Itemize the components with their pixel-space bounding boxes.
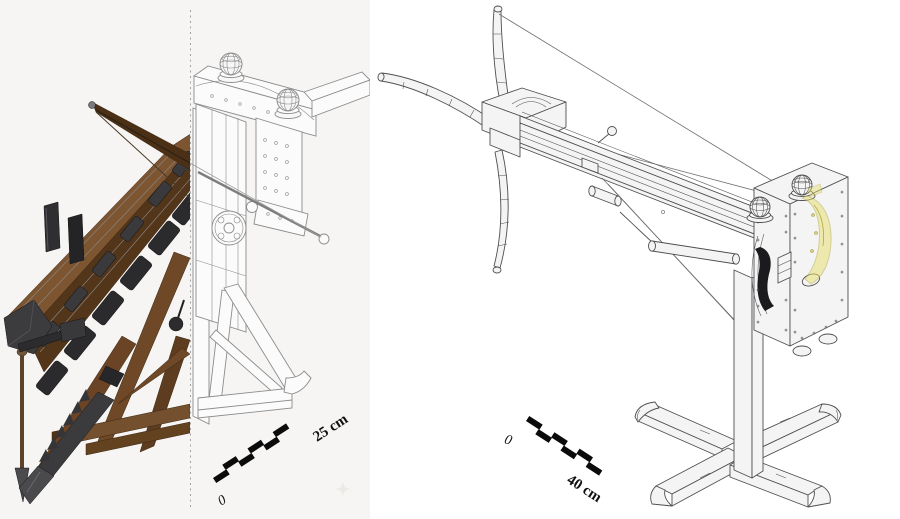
rivet-dots xyxy=(210,94,284,118)
isometric-machine xyxy=(377,5,849,508)
bowstring xyxy=(95,109,190,164)
diagonal-brace xyxy=(619,211,740,265)
right-illustration-svg: 0 40 cm xyxy=(377,5,849,508)
dome-knob-right-1 xyxy=(746,196,774,223)
right-scale-length-label: 40 cm xyxy=(564,472,605,506)
box-rivets xyxy=(756,190,844,340)
wooden-trestle xyxy=(51,251,190,456)
trestle-lineart xyxy=(197,283,312,419)
slider-cylinder xyxy=(588,185,622,207)
rendered-half xyxy=(3,101,190,505)
lineart-half xyxy=(189,52,370,425)
scale-bar-right: 0 40 cm xyxy=(502,415,605,506)
left-illustration-svg: 0 25 cm xyxy=(3,10,370,509)
highlighted-part xyxy=(800,183,832,285)
bowstring-lineart xyxy=(189,162,322,238)
stock-beam-right xyxy=(519,111,799,256)
winch-box xyxy=(746,162,849,357)
trigger-pin xyxy=(597,126,617,144)
dome-knob-left-1 xyxy=(217,52,245,83)
sparkle-watermark xyxy=(335,481,351,497)
ratchet-wheel xyxy=(211,210,247,246)
black-lever-piece xyxy=(755,247,774,311)
left-scale-length-label: 25 cm xyxy=(310,411,351,445)
scale-bar-left: 0 25 cm xyxy=(213,411,351,509)
right-scale-zero-label: 0 xyxy=(502,432,513,448)
dome-knob-left-2 xyxy=(274,88,302,119)
curved-foot xyxy=(283,370,312,395)
guy-rope-2 xyxy=(607,183,745,332)
left-illustration-panel: 0 25 cm xyxy=(0,0,370,519)
bow-limb-bottom xyxy=(492,149,510,274)
right-illustration-panel: 0 40 cm xyxy=(370,0,900,519)
bow-limb xyxy=(88,101,190,199)
bowstring-2 xyxy=(95,111,190,199)
left-scale-zero-label: 0 xyxy=(215,493,229,509)
saw-teeth xyxy=(39,389,90,462)
rear-posts xyxy=(43,201,85,265)
cross-base xyxy=(634,401,842,508)
sawtooth-leg xyxy=(18,335,137,505)
